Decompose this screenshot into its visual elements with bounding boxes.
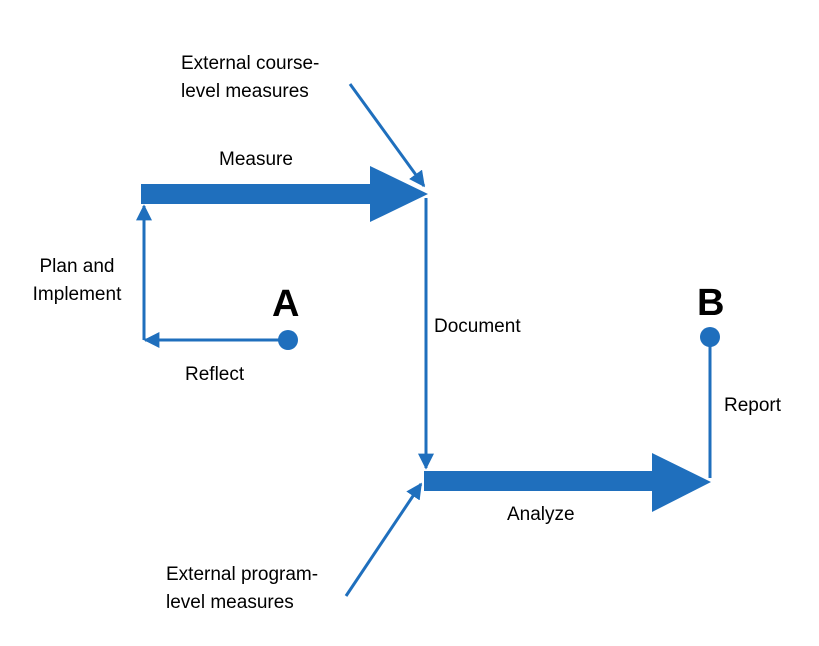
external-program-line2: level measures [166, 592, 294, 613]
point-b-label: B [697, 282, 725, 324]
external-course-arrow [348, 83, 426, 188]
external-course-line1: External course- [181, 53, 320, 74]
external-program-label: External program- level measures [166, 561, 318, 617]
analyze-arrow [424, 453, 711, 512]
measure-label: Measure [219, 149, 293, 170]
document-label: Document [434, 316, 521, 337]
report-label: Report [724, 395, 782, 416]
measure-arrow [141, 166, 428, 222]
point-a-label: A [272, 283, 300, 325]
point-b-dot [700, 327, 720, 347]
plan-line2: Implement [32, 284, 122, 305]
external-program-line1: External program- [166, 564, 319, 585]
external-program-arrow [344, 482, 423, 597]
external-course-label: External course- level measures [181, 50, 319, 106]
plan-line1: Plan and [39, 256, 115, 277]
external-course-line2: level measures [181, 81, 309, 102]
reflect-label: Reflect [185, 364, 245, 385]
point-a-dot [278, 330, 298, 350]
plan-implement-label: Plan and Implement [22, 253, 132, 309]
analyze-label: Analyze [507, 504, 575, 525]
